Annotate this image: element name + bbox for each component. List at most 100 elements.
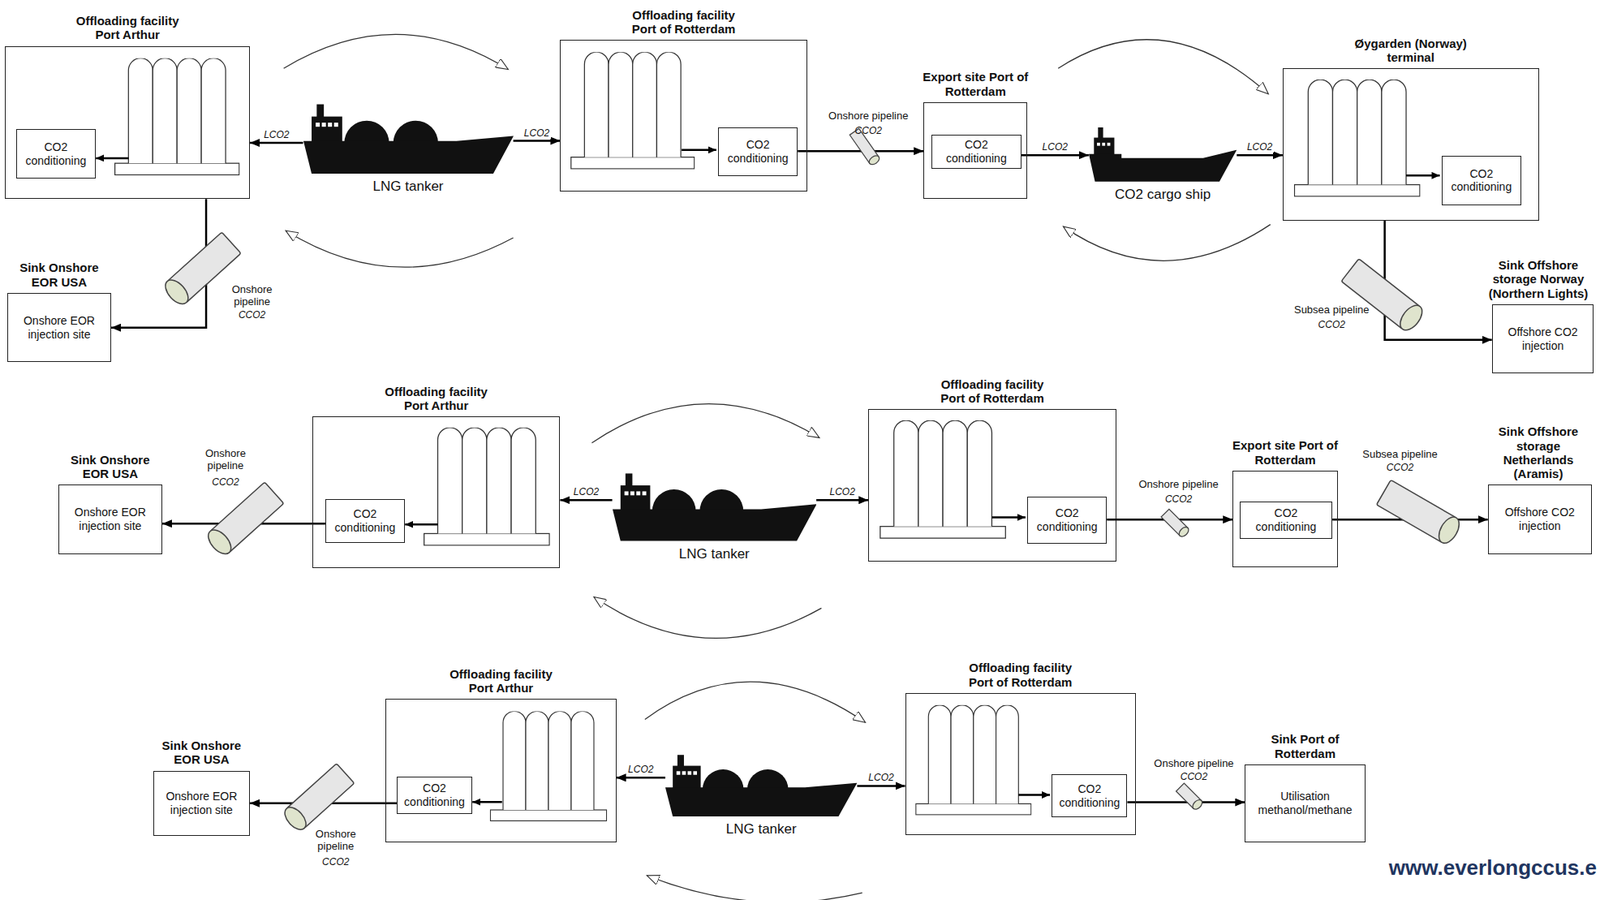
box-heading: Offloading facility Port Arthur: [440, 666, 563, 696]
pipeline-label: Onshore pipeline: [1138, 478, 1218, 491]
box-text: CO2 conditioning: [20, 140, 92, 168]
sink-box: Sink Onshore EOR USAOnshore EOR injectio…: [153, 770, 250, 836]
box-heading: Offloading facility Port of Rotterdam: [931, 377, 1054, 406]
box-text: Offshore CO2 injection: [1496, 325, 1591, 353]
fluid-state-label: CCO2: [238, 309, 266, 322]
box-heading: Sink Port of Rotterdam: [1248, 731, 1363, 761]
ship-node: LNG tanker: [665, 752, 857, 817]
flow-connector: [616, 776, 666, 779]
facility-box: Offloading facility Port of RotterdamCO2…: [559, 39, 807, 192]
box-heading: Offloading facility Port Arthur: [66, 13, 189, 43]
ship-label: LNG tanker: [373, 178, 444, 195]
ship-icon: [303, 102, 514, 174]
pipe-icon: [280, 763, 355, 834]
facility-box: Offloading facility Port ArthurCO2 condi…: [385, 698, 616, 842]
ship-label: LNG tanker: [726, 821, 797, 838]
box-heading: Sink Offshore storage Netherlands (Arami…: [1481, 424, 1596, 481]
box-text: CO2 conditioning: [329, 507, 401, 535]
ship-node: LNG tanker: [303, 102, 514, 174]
box-text: CO2 conditioning: [935, 137, 1018, 166]
fluid-state-label: CCO2: [322, 856, 349, 869]
pipe-icon: [1176, 782, 1205, 811]
storage-tanks: [115, 51, 1420, 821]
box-text: Onshore EOR injection site: [62, 505, 159, 534]
ship-icon: [1088, 127, 1237, 182]
box-heading: Export site Port of Rotterdam: [914, 69, 1037, 99]
pipeline-label: Onshore pipeline: [216, 283, 289, 309]
box-heading: Øygarden (Norway) terminal: [1350, 36, 1472, 65]
box-heading: Sink Offshore storage Norway (Northern L…: [1481, 258, 1596, 301]
pipe-icon: [203, 481, 284, 558]
flow-connector: [1384, 220, 1493, 340]
conditioning-box: CO2 conditioning: [325, 498, 405, 543]
box-heading: Export site Port of Rotterdam: [1224, 438, 1347, 467]
pipeline-label: Onshore pipeline: [300, 828, 372, 853]
fluid-state-label: CCO2: [1180, 771, 1208, 783]
facility-box: Offloading facility Port ArthurCO2 condi…: [4, 46, 250, 200]
pipe-icon: [1341, 258, 1427, 335]
flow-connector: [816, 498, 869, 502]
box-heading: Sink Onshore EOR USA: [17, 260, 102, 289]
conditioning-box: CO2 conditioning: [16, 129, 96, 178]
ship-node: LNG tanker: [612, 471, 818, 542]
tank-outlet-arrow: [95, 150, 1440, 802]
conditioning-box: CO2 conditioning: [1051, 774, 1127, 818]
box-text: Offshore CO2 injection: [1492, 505, 1588, 534]
box-text: CO2 conditioning: [722, 137, 794, 166]
facility-box: Offloading facility Port ArthurCO2 condi…: [312, 416, 561, 568]
edge-label: LCO2: [1040, 141, 1070, 153]
conditioning-box: CO2 conditioning: [1239, 501, 1333, 538]
fluid-state-label: CCO2: [1165, 494, 1192, 506]
box-heading: Sink Onshore EOR USA: [68, 452, 153, 482]
box-text: CO2 conditioning: [1031, 506, 1103, 534]
box-heading: Sink Onshore EOR USA: [159, 738, 244, 767]
facility-box: Offloading facility Port of RotterdamCO2…: [868, 408, 1117, 561]
pipeline-label: Onshore pipeline: [189, 447, 262, 473]
flow-connector: [856, 784, 905, 788]
box-heading: Offloading facility Port Arthur: [375, 384, 498, 413]
fluid-state-label: CCO2: [1386, 462, 1414, 474]
box-text: Onshore EOR injection site: [11, 313, 108, 342]
flow-connector: [559, 498, 612, 502]
pipe-icon: [1376, 479, 1464, 547]
edge-label: LCO2: [572, 486, 601, 498]
flow-connector: [1021, 154, 1089, 157]
edge-label: LCO2: [827, 486, 856, 498]
fluid-state-label: CCO2: [1318, 319, 1346, 332]
edge-label: LCO2: [522, 127, 551, 139]
conditioning-box: CO2 conditioning: [396, 776, 473, 815]
facility-box: Øygarden (Norway) terminalCO2 conditioni…: [1282, 68, 1540, 220]
box-text: CO2 conditioning: [1445, 167, 1518, 195]
flow-connector: [513, 139, 561, 142]
fluid-state-label: CCO2: [855, 125, 882, 138]
facility-box: Export site Port of RotterdamCO2 conditi…: [1232, 470, 1338, 568]
sink-box: Sink Onshore EOR USAOnshore EOR injectio…: [58, 484, 163, 555]
pipe-icon: [161, 232, 241, 308]
box-heading: Offloading facility Port of Rotterdam: [959, 660, 1082, 689]
ship-label: LNG tanker: [679, 546, 750, 563]
fluid-state-label: CCO2: [211, 477, 239, 489]
sink-box: Sink Onshore EOR USAOnshore EOR injectio…: [7, 292, 112, 363]
pipe-icon: [1161, 508, 1191, 538]
flow-connector: [1236, 154, 1283, 157]
sink-box: Sink Port of RotterdamUtilisation methan…: [1244, 764, 1365, 843]
facility-box: Offloading facility Port of RotterdamCO2…: [905, 692, 1136, 835]
pipeline-label: Subsea pipeline: [1362, 447, 1438, 461]
edge-label: LCO2: [866, 771, 895, 783]
watermark-url: www.everlongccus.e: [1389, 855, 1597, 881]
ship-icon: [665, 752, 857, 817]
box-text: CO2 conditioning: [400, 781, 469, 809]
conditioning-box: CO2 conditioning: [718, 127, 798, 177]
edge-label: LCO2: [626, 763, 655, 775]
box-text: Utilisation methanol/methane: [1248, 789, 1361, 818]
conditioning-box: CO2 conditioning: [931, 134, 1022, 170]
box-heading: Offloading facility Port of Rotterdam: [623, 8, 745, 37]
ship-node: CO2 cargo ship: [1088, 127, 1237, 182]
sink-box: Sink Offshore storage Netherlands (Arami…: [1488, 484, 1592, 555]
edge-label: LCO2: [1245, 141, 1274, 153]
sink-box: Sink Offshore storage Norway (Northern L…: [1492, 304, 1595, 375]
edge-label: LCO2: [262, 129, 291, 141]
round-trip-arc: [283, 34, 1271, 900]
pipeline-label: Onshore pipeline: [828, 110, 908, 123]
flow-connector: [249, 141, 303, 145]
